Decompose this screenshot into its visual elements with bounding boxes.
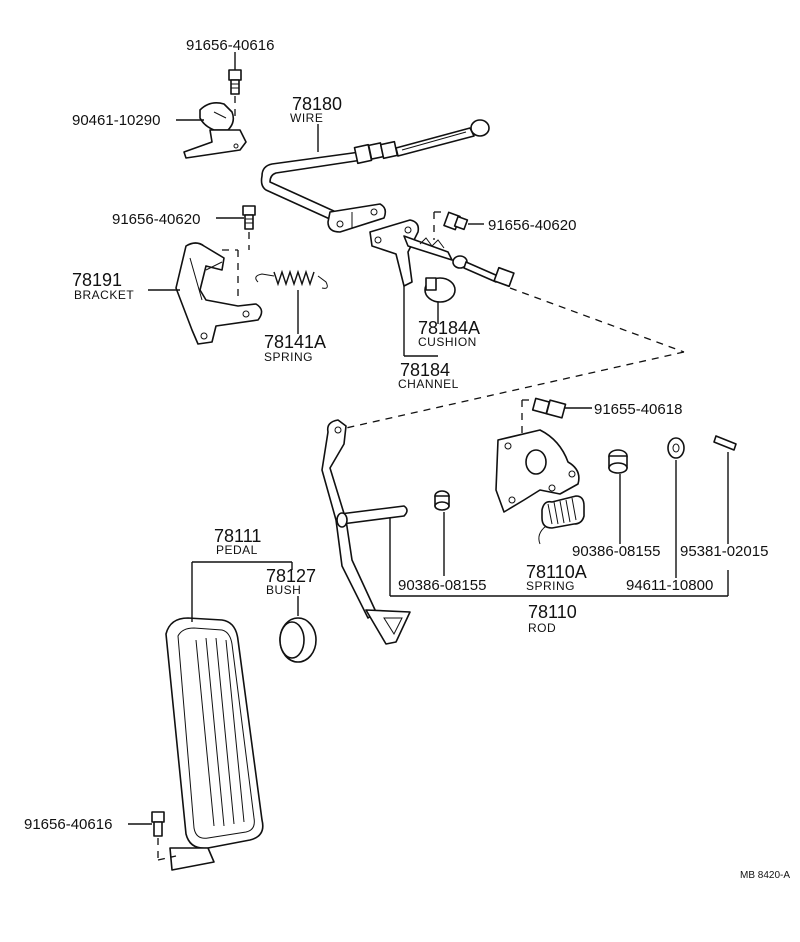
label-bolt-bottom: 91656-40616 bbox=[24, 816, 112, 833]
label-wire-name: WIRE bbox=[290, 111, 323, 125]
bolt-bottom bbox=[151, 811, 177, 861]
label-channel-no: 78184 bbox=[400, 360, 450, 380]
top-clip bbox=[183, 102, 247, 159]
label-spring-b-name: SPRING bbox=[526, 579, 575, 593]
rod bbox=[321, 419, 411, 645]
label-pedal-name: PEDAL bbox=[216, 543, 258, 557]
label-cushion-name: CUSHION bbox=[418, 335, 477, 349]
wire-cable bbox=[260, 119, 490, 233]
spring-b bbox=[538, 495, 585, 545]
spring-a bbox=[255, 269, 328, 289]
link-dash-1 bbox=[509, 287, 685, 353]
label-rod-no: 78110 bbox=[528, 602, 577, 622]
label-bracket-no: 78191 bbox=[72, 270, 122, 290]
channel bbox=[369, 219, 515, 288]
label-cushion-no: 78184A bbox=[418, 318, 480, 338]
leader-lines bbox=[128, 52, 592, 825]
label-bolt-top: 91656-40616 bbox=[186, 37, 274, 54]
pin bbox=[713, 435, 737, 544]
label-washer: 94611-10800 bbox=[626, 577, 713, 594]
label-pedal-no: 78111 bbox=[214, 526, 261, 546]
label-spring-a-name: SPRING bbox=[264, 350, 313, 364]
label-channel-name: CHANNEL bbox=[398, 377, 459, 391]
label-wire-no: 78180 bbox=[292, 94, 342, 114]
label-bracket-name: BRACKET bbox=[74, 288, 134, 302]
bolt-left bbox=[222, 205, 256, 300]
bushing-right bbox=[608, 449, 628, 544]
link-dash-2 bbox=[345, 351, 685, 429]
label-bolt-right: 91656-40620 bbox=[488, 217, 576, 234]
label-rod-name: ROD bbox=[528, 621, 556, 635]
label-ref-code: MB 8420-A bbox=[740, 870, 790, 881]
part-labels: 91656-40616 90461-10290 78180 WIRE 91656… bbox=[24, 37, 790, 881]
pedal bbox=[165, 561, 293, 871]
washer bbox=[667, 437, 685, 578]
bush bbox=[279, 596, 317, 663]
label-bushing-left: 90386-08155 bbox=[398, 577, 486, 594]
label-bushing-right: 90386-08155 bbox=[572, 543, 660, 560]
bushing-left bbox=[434, 490, 450, 576]
bolt-right bbox=[433, 211, 469, 240]
rod-bracket bbox=[495, 429, 580, 513]
label-spring-a-no: 78141A bbox=[264, 332, 326, 352]
cushion bbox=[424, 277, 456, 324]
label-pin: 95381-02015 bbox=[680, 543, 768, 560]
label-bush-name: BUSH bbox=[266, 583, 301, 597]
label-spring-b-no: 78110A bbox=[526, 562, 587, 582]
label-bush-no: 78127 bbox=[266, 566, 316, 586]
label-bolt-left: 91656-40620 bbox=[112, 211, 200, 228]
label-bolt-rod: 91655-40618 bbox=[594, 401, 682, 418]
rod-leader-lines bbox=[389, 518, 729, 597]
bracket bbox=[175, 242, 263, 345]
bolt-rod bbox=[521, 397, 567, 440]
label-clip-top: 90461-10290 bbox=[72, 112, 160, 129]
